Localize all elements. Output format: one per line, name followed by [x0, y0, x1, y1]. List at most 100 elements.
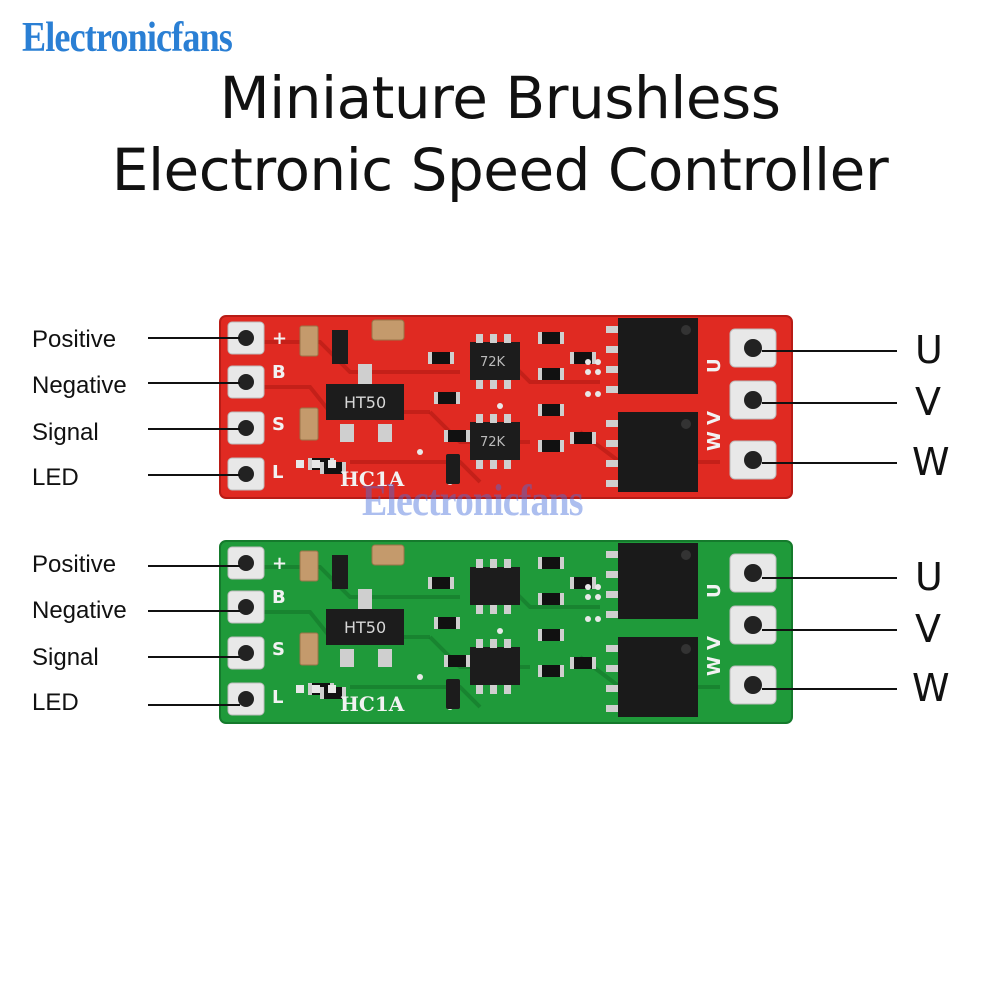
pad-hole: [238, 466, 254, 482]
smd-cap-end: [450, 352, 454, 364]
chip-lead: [340, 649, 354, 667]
pad-hole: [744, 339, 762, 357]
chip-lead: [606, 366, 618, 373]
board1-label-u: U: [915, 328, 943, 372]
silkscreen-text: U: [704, 358, 725, 373]
smd-resistor: [572, 432, 594, 444]
pad-hole: [238, 555, 254, 571]
smd-cap-end: [450, 577, 454, 589]
silkscreen-text: S: [272, 639, 285, 660]
diode: [332, 330, 348, 364]
board1-label-negative: Negative: [32, 372, 127, 399]
smd-cap-end: [456, 392, 460, 404]
smd-cap-end: [538, 557, 542, 569]
smd-cap-end: [342, 687, 346, 699]
via: [497, 628, 503, 634]
smd-diode: [446, 454, 460, 484]
capacitor: [371, 544, 405, 566]
smd-cap-end: [320, 687, 324, 699]
smd-cap-end: [560, 332, 564, 344]
silkscreen-text: +: [272, 553, 287, 574]
chip-lead: [606, 460, 618, 467]
board1-leader-positive: [148, 337, 240, 339]
silkscreen-text: HC1A: [340, 692, 405, 716]
chip-lead: [504, 559, 511, 568]
chip-marking: HT50: [344, 618, 386, 637]
chip-lead: [606, 645, 618, 652]
via: [585, 584, 591, 590]
silkscreen-text: V: [704, 636, 725, 650]
capacitor: [299, 325, 319, 357]
test-pad: [312, 685, 320, 693]
chip-lead: [606, 705, 618, 712]
smd-resistor: [540, 332, 562, 344]
smd-cap-end: [434, 392, 438, 404]
chip-marking: HT50: [344, 393, 386, 412]
driver-chip: [470, 647, 520, 685]
silkscreen-text: L: [272, 687, 283, 708]
board1-leader-signal: [148, 428, 240, 430]
pad-hole: [238, 374, 254, 390]
smd-resistor: [540, 440, 562, 452]
regulator-chip: [326, 609, 404, 645]
smd-cap-end: [538, 404, 542, 416]
test-pad: [312, 460, 320, 468]
pad-hole: [238, 599, 254, 615]
smd-cap-end: [560, 404, 564, 416]
chip-lead: [504, 605, 511, 614]
capacitor: [299, 632, 319, 666]
smd-resistor: [540, 593, 562, 605]
chip-dot: [681, 325, 691, 335]
chip-lead: [340, 424, 354, 442]
board2-label-negative: Negative: [32, 597, 127, 624]
pad-hole: [238, 691, 254, 707]
via: [585, 594, 591, 600]
board1-label-w: W: [912, 440, 950, 484]
via: [585, 369, 591, 375]
chip-lead: [606, 591, 618, 598]
smd-cap-end: [560, 665, 564, 677]
board2-label-w: W: [912, 666, 950, 710]
board2-label-u: U: [915, 555, 943, 599]
capacitor: [299, 407, 319, 441]
chip-lead: [606, 665, 618, 672]
smd-cap-end: [538, 629, 542, 641]
smd-cap-end: [538, 368, 542, 380]
via: [585, 616, 591, 622]
smd-cap-end: [570, 352, 574, 364]
via: [585, 359, 591, 365]
chip-lead: [504, 460, 511, 469]
smd-resistor: [430, 352, 452, 364]
test-pad: [328, 685, 336, 693]
smd-cap-end: [434, 617, 438, 629]
diode: [332, 555, 348, 589]
board2-leader-negative: [148, 610, 240, 612]
silkscreen-text: V: [704, 411, 725, 425]
board1-leader-u: [762, 350, 897, 352]
smd-cap-end: [570, 577, 574, 589]
chip-lead: [504, 334, 511, 343]
pad-hole: [744, 391, 762, 409]
chip-lead: [606, 346, 618, 353]
smd-cap-end: [592, 577, 596, 589]
smd-cap-end: [444, 655, 448, 667]
board2-leader-v: [762, 629, 897, 631]
chip-lead: [606, 685, 618, 692]
silkscreen-text: W: [704, 656, 725, 676]
board1-leader-w: [762, 462, 897, 464]
smd-cap-end: [592, 352, 596, 364]
chip-lead: [476, 460, 483, 469]
smd-cap-end: [560, 593, 564, 605]
test-pad: [296, 685, 304, 693]
driver-chip: [470, 567, 520, 605]
chip-lead: [606, 611, 618, 618]
chip-lead: [476, 414, 483, 423]
via: [497, 403, 503, 409]
chip-lead: [490, 460, 497, 469]
chip-lead: [606, 551, 618, 558]
via: [417, 449, 423, 455]
smd-resistor: [540, 368, 562, 380]
smd-cap-end: [560, 629, 564, 641]
chip-lead: [490, 559, 497, 568]
smd-cap-end: [308, 458, 312, 470]
